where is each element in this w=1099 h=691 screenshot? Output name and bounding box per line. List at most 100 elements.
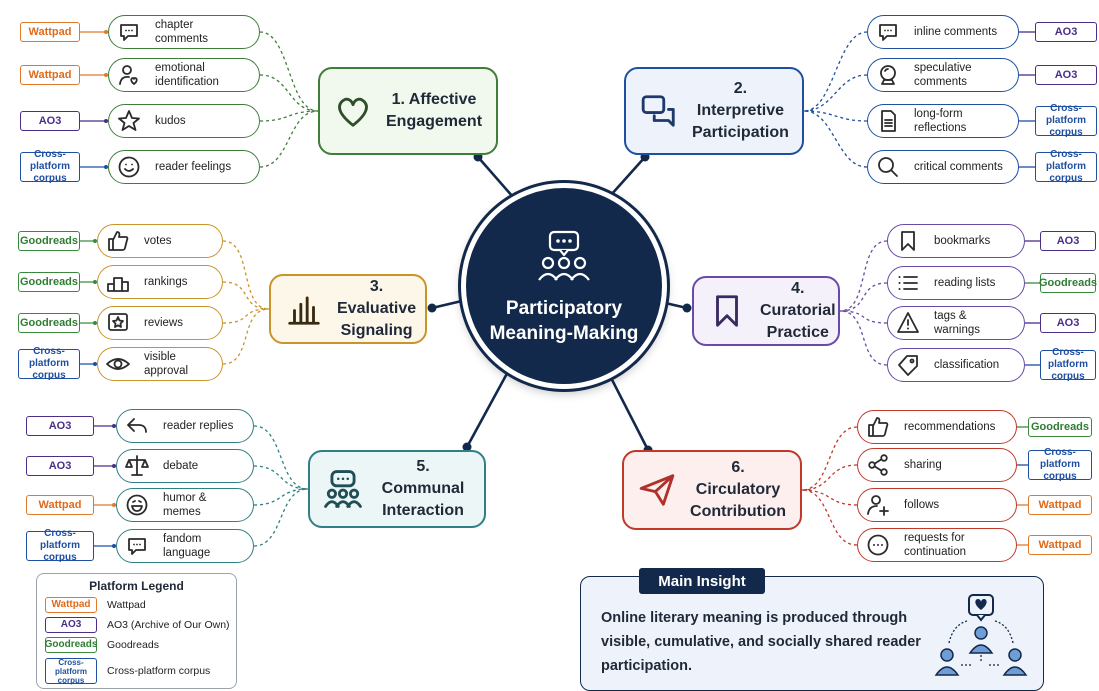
main-insight-heading: Main Insight: [639, 568, 765, 594]
star-icon: [118, 110, 140, 131]
legend-row-ao3: AO3 AO3 (Archive of Our Own): [45, 616, 230, 634]
item-label: votes: [144, 235, 172, 247]
platform-badge: Wattpad: [20, 22, 80, 42]
item-label: kudos: [155, 115, 186, 127]
list-icon: [898, 276, 918, 290]
item-label: inline comments: [914, 26, 998, 38]
category-title: 1. Affective: [391, 91, 477, 108]
item-label: recommendations: [904, 421, 996, 433]
platform-badge: Wattpad: [26, 495, 94, 515]
category-subtitle: Contribution: [690, 503, 786, 520]
connector-line: [604, 367, 650, 451]
podium-icon: [107, 277, 129, 292]
bookmark-icon: [716, 295, 738, 327]
more-icon: [867, 534, 889, 556]
connector-line: [259, 110, 319, 168]
platform-badge: Cross-platform corpus: [1035, 103, 1097, 138]
paper-plane-icon: [639, 474, 675, 506]
item-pill: votes: [97, 224, 223, 258]
comment-icon: [120, 24, 138, 41]
connector-line: [253, 465, 309, 490]
category-c6: 6. Circulatory Contribution: [622, 450, 802, 530]
item-label: chapter comments: [155, 19, 209, 45]
connector-line: [839, 310, 888, 324]
main-insight-text: Online literary meaning is produced thro…: [601, 610, 921, 674]
platform-badge: Wattpad: [1028, 495, 1092, 515]
item-label: humor & memes: [163, 492, 207, 518]
connector-line: [803, 110, 868, 168]
legend-badge-wattpad: Wattpad: [45, 597, 97, 613]
platform-badge: Goodreads: [1028, 417, 1092, 437]
connector-line: [431, 298, 467, 310]
category-c1: 1. Affective Engagement: [318, 67, 498, 155]
item-pill: bookmarks: [887, 224, 1025, 258]
connector-line: [222, 308, 270, 324]
item-label: reader replies: [163, 420, 234, 432]
platform-badge: Cross-platform corpus: [26, 528, 94, 563]
chat-bubbles-icon: [641, 95, 675, 127]
legend-text-goodreads: Goodreads: [107, 639, 159, 651]
category-title: 4. Curatorial: [760, 280, 836, 319]
connector-line: [839, 310, 888, 366]
item-label: fandom language: [163, 533, 211, 559]
central-hub: Participatory Meaning-Making: [461, 183, 667, 389]
legend-row-goodreads: Goodreads Goodreads: [45, 636, 159, 654]
connector-line: [253, 488, 309, 506]
legend-badge-goodreads: Goodreads: [45, 637, 97, 653]
comment-icon: [128, 538, 146, 555]
legend-title: Platform Legend: [89, 579, 184, 593]
reply-arrow-icon: [127, 418, 147, 433]
legend-row-wattpad: Wattpad Wattpad: [45, 596, 146, 614]
legend-badge-cross: Cross-platform corpus: [45, 658, 97, 685]
connector-dot: [682, 303, 692, 313]
platform-badge: AO3: [1035, 22, 1097, 42]
connector-line: [222, 281, 270, 310]
connector-line: [801, 489, 858, 546]
platform-badge: Cross-platform corpus: [1035, 149, 1097, 184]
heart-icon: [338, 97, 368, 127]
item-pill: inline comments: [867, 15, 1019, 49]
connector-line: [465, 367, 512, 448]
platform-badge: AO3: [20, 111, 80, 131]
legend-text-ao3: AO3 (Archive of Our Own): [107, 619, 230, 631]
connector-line: [253, 488, 309, 547]
item-pill: reading lists: [887, 266, 1025, 300]
connector-line: [839, 282, 888, 312]
legend-row-cross: Cross-platform corpus Cross-platform cor…: [45, 658, 210, 685]
platform-badge: AO3: [26, 416, 94, 436]
item-pill: humor & memes: [116, 488, 254, 522]
laugh-icon: [126, 494, 148, 516]
document-icon: [881, 110, 896, 132]
item-label: speculative comments: [914, 62, 972, 88]
item-pill: debate: [116, 449, 254, 483]
item-pill: critical comments: [867, 150, 1019, 184]
item-label: reading lists: [934, 277, 996, 289]
platform-badge: Wattpad: [1028, 535, 1092, 555]
category-c5: 5. Communal Interaction: [308, 450, 486, 528]
bar-chart-icon: [288, 296, 320, 325]
item-pill: follows: [857, 488, 1017, 522]
platform-badge: Goodreads: [18, 231, 80, 251]
item-pill: long-form reflections: [867, 104, 1019, 138]
item-label: emotional identification: [155, 62, 219, 88]
category-title: 6. Circulatory: [695, 459, 781, 498]
item-pill: sharing: [857, 448, 1017, 482]
category-c4: 4. Curatorial Practice: [692, 276, 840, 346]
connector-line: [259, 110, 319, 122]
category-c3: 3. Evaluative Signaling: [269, 274, 427, 344]
share-icon: [868, 454, 888, 476]
connector-line: [801, 426, 858, 491]
item-pill: recommendations: [857, 410, 1017, 444]
category-subtitle: Signaling: [340, 322, 413, 339]
category-subtitle: Practice: [766, 324, 829, 341]
item-label: follows: [904, 499, 940, 511]
item-label: reader feelings: [155, 161, 232, 173]
category-title: 5. Communal: [381, 458, 465, 497]
item-label: reviews: [144, 317, 183, 329]
connector-line: [222, 308, 270, 365]
legend-badge-ao3: AO3: [45, 617, 97, 633]
item-pill: reader feelings: [108, 150, 260, 184]
main-insight-box: Main Insight Online literary meaning is …: [580, 568, 1044, 691]
scales-icon: [125, 455, 149, 476]
connector-line: [803, 74, 868, 112]
